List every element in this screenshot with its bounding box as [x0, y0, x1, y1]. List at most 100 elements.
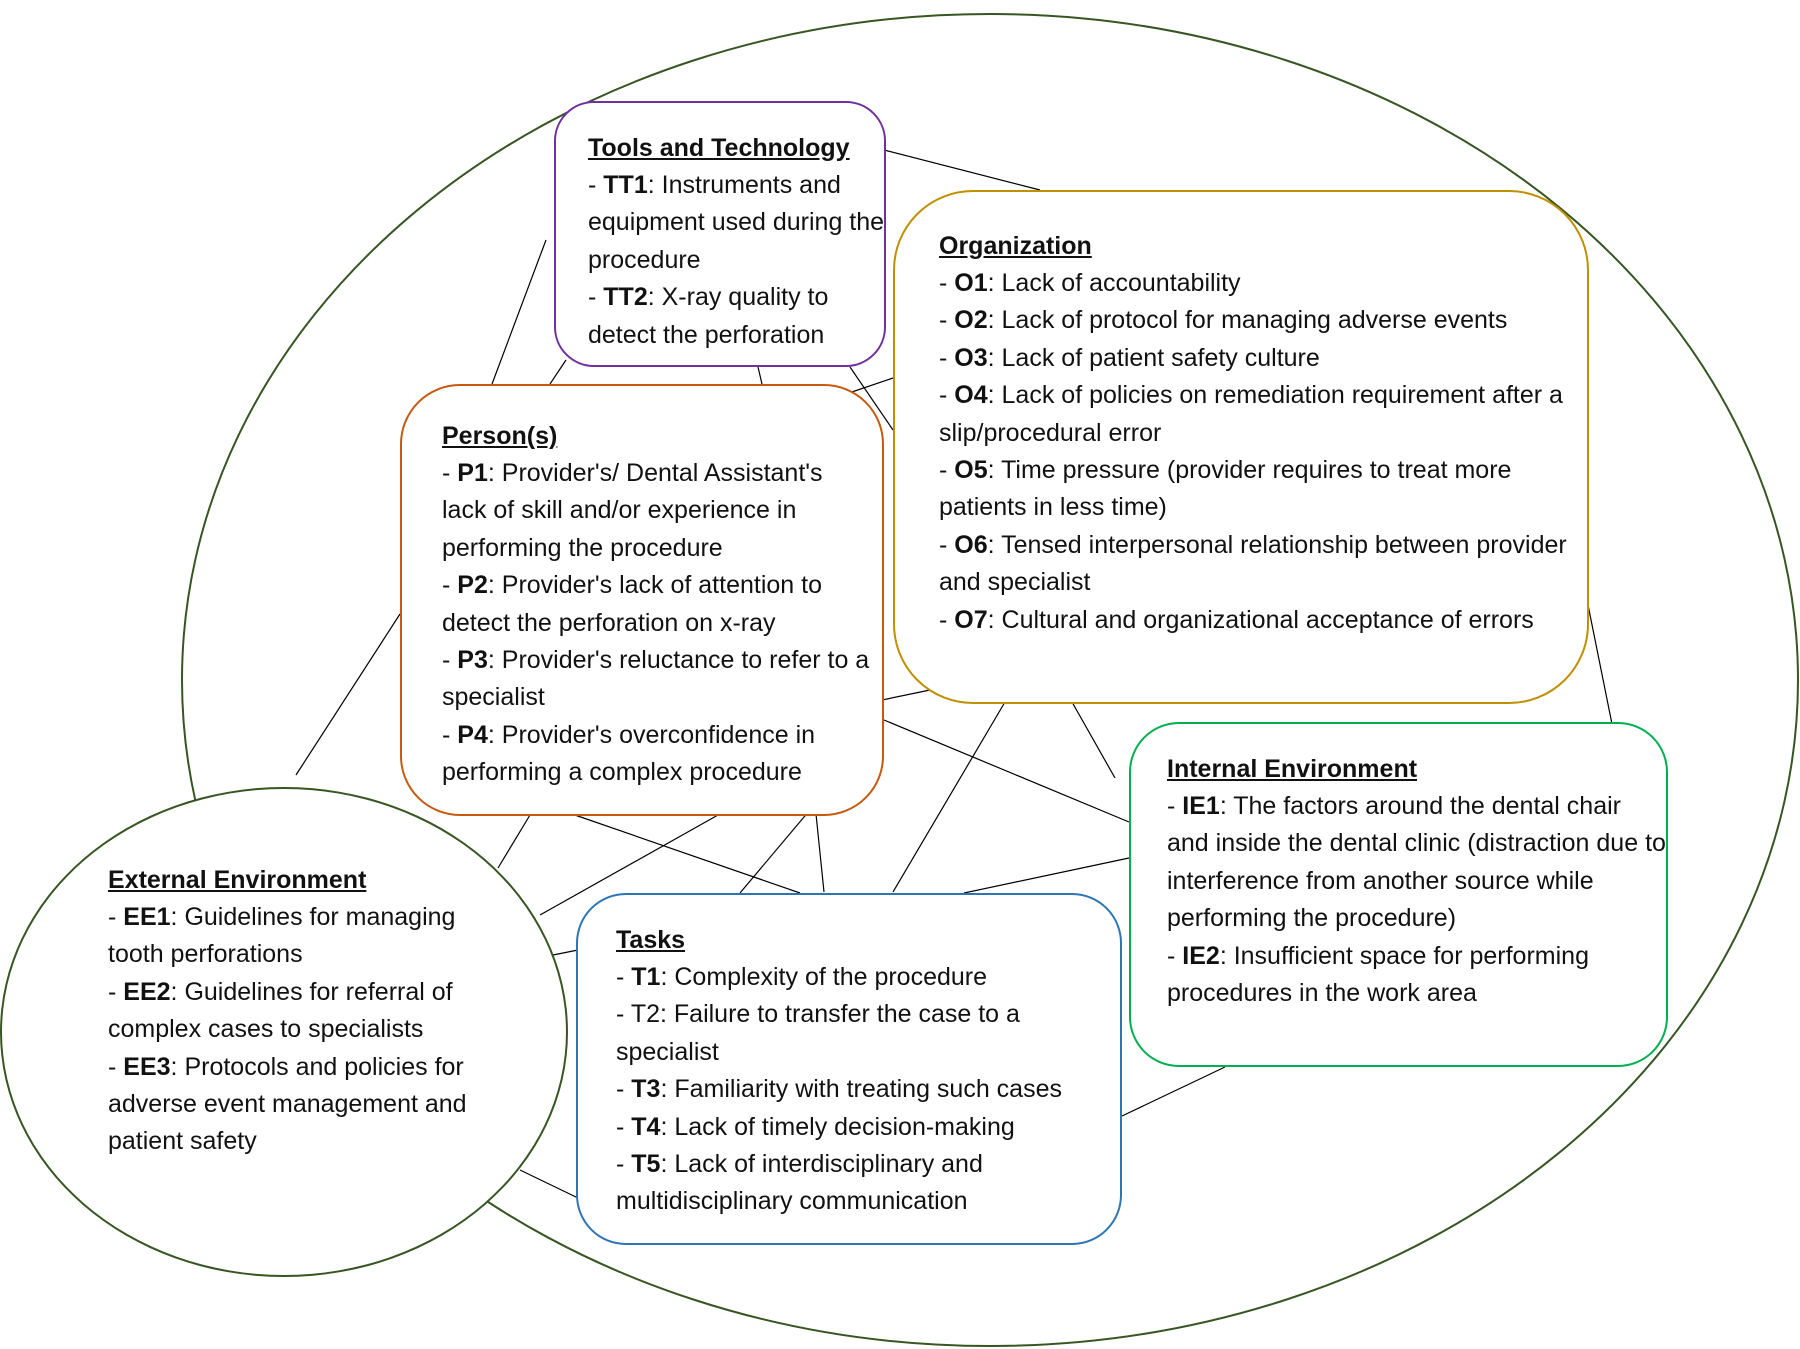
factor-prefix: -: [939, 456, 955, 485]
box-content: Tools and Technology - TT1: Instruments …: [588, 130, 888, 354]
connector-line: [539, 814, 719, 916]
factor-text: T2: Failure to transfer the case to a sp…: [616, 1000, 1020, 1066]
factor-prefix: -: [442, 646, 458, 675]
factor-code: O3: [954, 343, 988, 372]
connector-line: [883, 149, 1041, 191]
persons-box: Person(s) - P1: Provider's/ Dental Assis…: [400, 384, 884, 816]
factor-code: O4: [954, 381, 988, 410]
factor-item: - EE1: Guidelines for managing tooth per…: [108, 899, 488, 974]
tools-technology-box: Tools and Technology - TT1: Instruments …: [554, 101, 886, 367]
factor-item: - T3: Familiarity with treating such cas…: [616, 1071, 1116, 1108]
factor-code: EE1: [123, 903, 171, 931]
factor-code: P2: [457, 571, 488, 600]
factor-text: : Cultural and organizational acceptance…: [987, 605, 1534, 634]
factor-code: O6: [954, 530, 988, 559]
connector-line: [963, 857, 1130, 894]
connector-line: [849, 366, 894, 431]
factor-code: IE2: [1182, 941, 1220, 970]
factor-item: - IE2: Insufficient space for performing…: [1167, 938, 1667, 1013]
factor-text: : Insufficient space for performing proc…: [1167, 941, 1589, 1008]
connector-line: [1071, 701, 1116, 779]
box-content: Tasks - T1: Complexity of the procedure-…: [616, 922, 1116, 1221]
factor-code: EE2: [123, 977, 171, 1006]
factor-prefix: -: [442, 459, 458, 487]
external-environment-circle: External Environment - EE1: Guidelines f…: [0, 787, 568, 1277]
factor-prefix: -: [939, 381, 955, 410]
factor-item: - O5: Time pressure (provider requires t…: [939, 452, 1579, 527]
factor-code: O2: [954, 306, 988, 335]
box-content: External Environment - EE1: Guidelines f…: [108, 862, 488, 1161]
factor-prefix: -: [108, 1052, 124, 1081]
box-heading: Organization: [939, 232, 1092, 260]
factor-item: - P4: Provider's overconfidence in perfo…: [442, 717, 872, 792]
connector-line: [491, 239, 547, 385]
factor-code: P4: [457, 720, 488, 749]
factor-text: : Familiarity with treating such cases: [660, 1075, 1062, 1104]
factor-text: : Provider's reluctance to refer to a sp…: [442, 646, 870, 712]
factor-prefix: -: [616, 1112, 632, 1141]
box-content: Person(s) - P1: Provider's/ Dental Assis…: [442, 418, 872, 792]
box-heading: Internal Environment: [1167, 755, 1418, 783]
factor-item: - P3: Provider's reluctance to refer to …: [442, 642, 872, 717]
factor-prefix: -: [588, 171, 604, 199]
factor-prefix: -: [108, 903, 124, 931]
connector-line: [571, 813, 801, 894]
connector-line: [519, 1169, 579, 1199]
factor-code: IE1: [1182, 792, 1220, 820]
factor-code: EE3: [123, 1052, 171, 1081]
factor-text: : Protocols and policies for adverse eve…: [108, 1052, 467, 1156]
factor-text: : Guidelines for referral of complex cas…: [108, 977, 453, 1044]
factor-item: - O2: Lack of protocol for managing adve…: [939, 302, 1579, 339]
factor-text: : Lack of protocol for managing adverse …: [987, 306, 1508, 335]
factor-code: TT2: [603, 283, 648, 312]
factor-text: : Lack of accountability: [987, 269, 1241, 297]
connector-lines: [295, 149, 1613, 1199]
factor-code: T4: [631, 1112, 661, 1141]
factor-text: : The factors around the dental chair an…: [1167, 792, 1666, 933]
connector-line: [757, 366, 763, 385]
factor-code: O7: [954, 605, 988, 634]
factor-code: P3: [457, 646, 488, 675]
factor-item: - O4: Lack of policies on remediation re…: [939, 377, 1579, 452]
outer-boundary-ellipse: [181, 13, 1799, 1347]
factor-item: - T1: Complexity of the procedure: [616, 959, 1116, 996]
factor-prefix: -: [616, 1075, 632, 1104]
factor-prefix: -: [1167, 792, 1183, 820]
factor-item: - P2: Provider's lack of attention to de…: [442, 567, 872, 642]
factor-text: : Guidelines for managing tooth perforat…: [108, 903, 456, 969]
factor-item: - T2: Failure to transfer the case to a …: [616, 996, 1116, 1071]
organization-box: Organization - O1: Lack of accountabilit…: [893, 190, 1589, 704]
connector-line: [815, 813, 825, 893]
factor-text: : Provider's overconfidence in performin…: [442, 720, 816, 787]
factor-text: : Complexity of the procedure: [660, 963, 988, 991]
factor-item: - T4: Lack of timely decision-making: [616, 1109, 1116, 1146]
box-heading: Tasks: [616, 926, 686, 954]
factor-prefix: -: [939, 343, 955, 372]
factor-code: O1: [954, 269, 988, 297]
factor-item: - IE1: The factors around the dental cha…: [1167, 788, 1667, 938]
factor-code: T1: [631, 963, 661, 991]
factor-prefix: -: [588, 283, 604, 312]
factor-prefix: -: [939, 530, 955, 559]
factor-text: : Time pressure (provider requires to tr…: [939, 456, 1512, 522]
factor-prefix: -: [442, 720, 458, 749]
factor-item: - O1: Lack of accountability: [939, 265, 1579, 302]
factor-item: - O3: Lack of patient safety culture: [939, 340, 1579, 377]
factor-text: : Provider's lack of attention to detect…: [442, 571, 822, 637]
connector-line: [549, 359, 567, 385]
factor-text: : Lack of patient safety culture: [987, 343, 1320, 372]
box-content: Organization - O1: Lack of accountabilit…: [939, 228, 1579, 639]
factor-prefix: -: [939, 269, 955, 297]
factor-text: : Provider's/ Dental Assistant's lack of…: [442, 459, 823, 562]
connector-line: [883, 719, 1130, 823]
box-heading: Person(s): [442, 422, 558, 450]
factor-text: : Lack of interdisciplinary and multidis…: [616, 1150, 983, 1216]
factor-code: O5: [954, 456, 988, 485]
factor-text: : Instruments and equipment used during …: [588, 171, 885, 274]
factor-prefix: -: [616, 1000, 631, 1029]
connector-line: [295, 613, 401, 776]
factor-text: : Lack of policies on remediation requir…: [939, 381, 1563, 447]
factor-code: P1: [457, 459, 488, 487]
factor-code: T3: [631, 1075, 661, 1104]
